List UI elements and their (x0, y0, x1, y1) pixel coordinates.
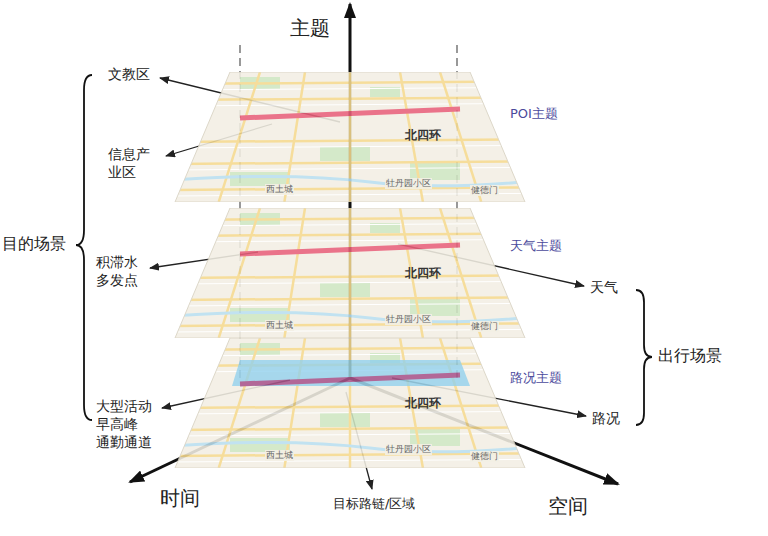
road-label: 北四环 (405, 128, 441, 143)
map-layer (170, 208, 580, 338)
road-label: 北四环 (405, 396, 441, 411)
map-layer (170, 338, 580, 468)
map-place-label: 牡丹园小区 (385, 444, 432, 455)
map-place-label: 牡丹园小区 (385, 178, 432, 189)
callout-label: 积滞水 多发点 (96, 254, 138, 289)
map-place-label: 西土城 (265, 450, 294, 461)
map-place-label: 健德门 (470, 321, 499, 332)
callout-label: 通勤通道 (96, 434, 152, 452)
map-layer-node: 天气主题北四环 (170, 208, 580, 338)
theme-label: 路况主题 (510, 370, 562, 386)
axis-title: 主题 (290, 16, 330, 41)
road-label: 北四环 (405, 266, 441, 281)
callout-label: 文教区 (108, 66, 150, 84)
axis-title: 时间 (160, 486, 200, 511)
theme-label: 天气主题 (510, 238, 562, 254)
map-layer (170, 72, 580, 202)
map-layer-node: 路况主题北四环 (170, 338, 580, 468)
map-place-label: 西土城 (265, 184, 294, 195)
bracket-label: 出行场景 (658, 346, 722, 366)
bracket-label: 目的场景 (2, 234, 66, 254)
callout-label: 路况 (592, 410, 620, 428)
map-place-label: 健德门 (470, 185, 499, 196)
brace (76, 75, 92, 420)
map-place-label: 健德门 (470, 451, 499, 462)
map-layer-node: POI主题北四环 (170, 72, 580, 202)
callout-label: 天气 (590, 279, 618, 297)
callout-label: 早高峰 (96, 416, 138, 434)
callout-label: 信息产 业区 (108, 146, 150, 181)
axis-title: 空间 (548, 494, 588, 519)
brace (636, 290, 652, 425)
map-place-label: 牡丹园小区 (385, 314, 432, 325)
theme-label: POI主题 (510, 106, 558, 122)
callout-label: 目标路链/区域 (333, 496, 415, 512)
theme-axis (349, 4, 352, 378)
callout-label: 大型活动 (96, 398, 152, 416)
map-place-label: 西土城 (265, 320, 294, 331)
